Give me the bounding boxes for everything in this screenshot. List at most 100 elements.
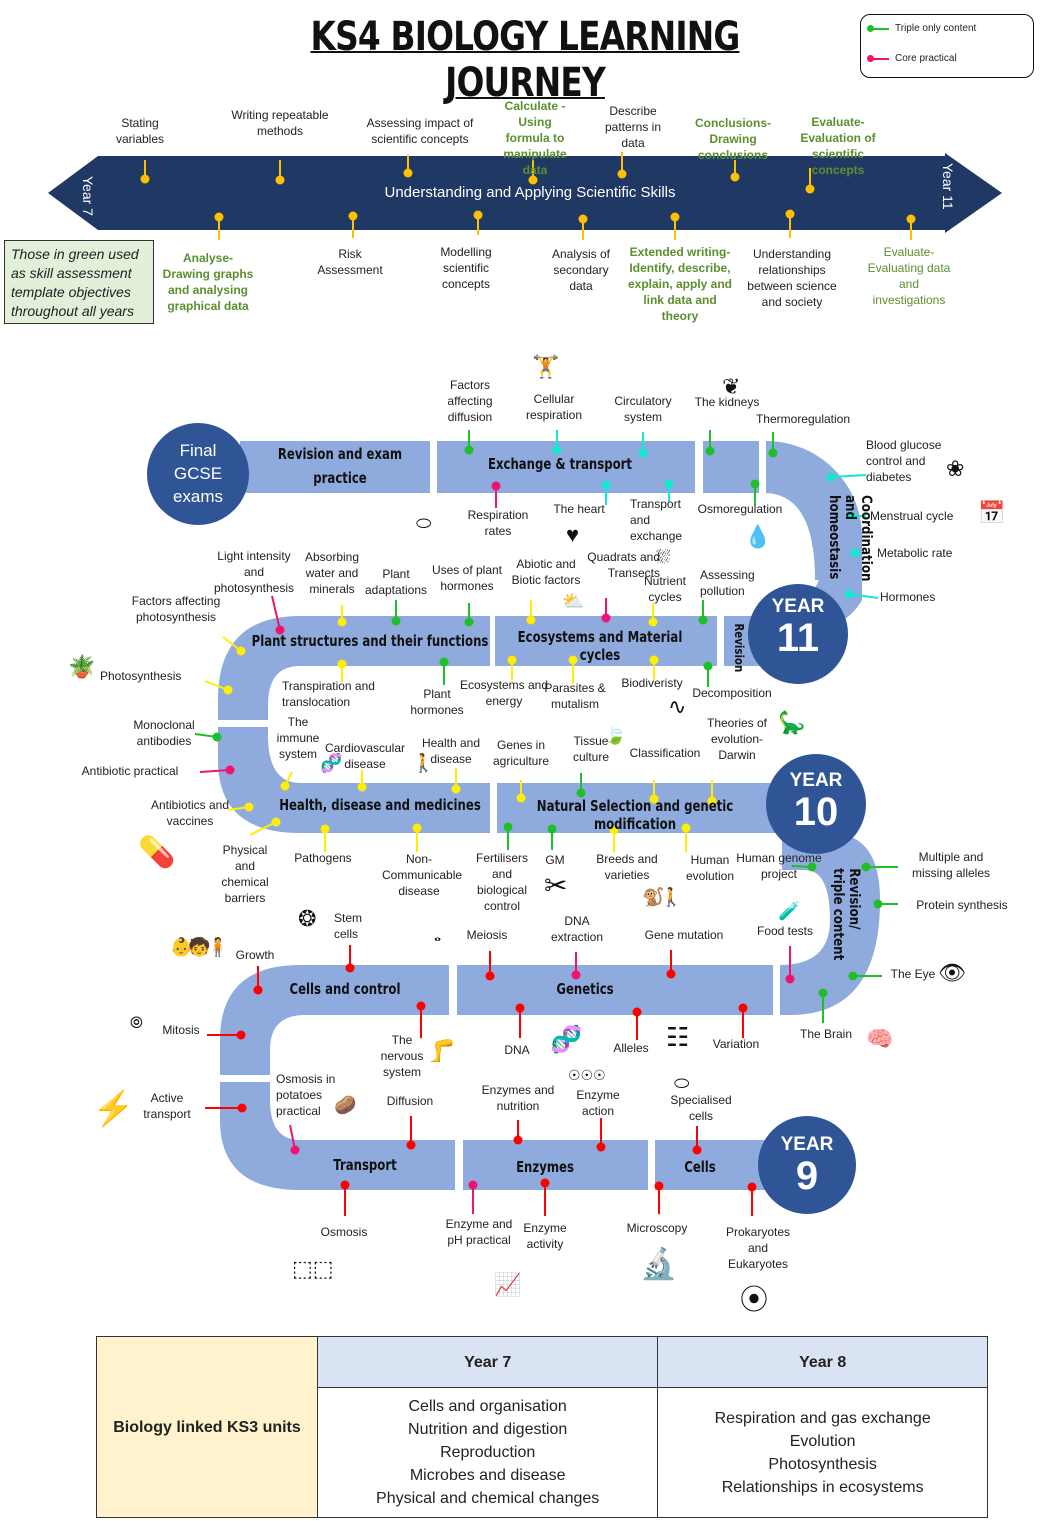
marker-dot [654,1181,664,1191]
ks3-item: Cells and organisation [408,1398,567,1415]
skill-label: Conclusions- Drawing conclusions [694,116,771,162]
stem-cells-icon: ❂ [298,906,317,931]
topic-label: The heart [553,502,605,516]
marker-line [249,821,277,836]
marker-dot [576,788,586,798]
marker-dot [552,445,562,455]
topic-label: Prokaryotes and Eukaryotes [725,1225,791,1271]
leaf-icon: 🍃 [604,725,627,745]
year-10-circle: YEAR 10 [766,754,866,854]
medicine-bottle-icon: 💊 [138,836,176,869]
heart-icon: ♥ [566,522,580,547]
marker-dot [738,1003,748,1013]
skill-label: Describe patterns in data [604,104,662,150]
topic-label: DNA extraction [550,914,604,944]
year-number: 11 [776,616,820,660]
lightning-icon: ⚡ [92,1090,135,1128]
marker-dot [601,480,611,490]
topic-label: Antibiotics and vaccines [150,798,230,828]
topic-label: Meiosis [466,928,508,942]
water-drop-icon: 💧 [744,524,772,549]
skill-label: Understanding relationships between scie… [747,247,837,309]
cell-icon: ⦿ [740,1284,769,1315]
marker-dot [750,479,760,489]
topic-label: Enzyme and pH practical [445,1217,513,1247]
growth-silhouettes-icon: 👶🧒🧍 [170,937,229,957]
topic-label: Genes in agriculture [492,738,550,768]
marker-dot [617,169,627,179]
topic-label: Human evolution [685,853,735,883]
skills-arrow [48,153,1002,233]
marker-dot [473,210,483,220]
marker-dot [848,971,858,981]
topic-label: Mitosis [162,1023,200,1037]
unit-cells: Cells [684,1158,716,1176]
marker-dot [528,175,538,185]
topic-label: Metabolic rate [877,546,953,560]
marker-line [848,593,879,599]
marker-dot [692,1145,702,1155]
year-word: YEAR [780,1134,834,1155]
marker-dot [464,617,474,627]
unit-enzymes: Enzymes [516,1158,574,1176]
marker-dot [730,172,740,182]
knee-reflex-icon: 🦵 [428,1038,456,1063]
ribbon-plant-curve [218,616,490,720]
ks3-item: Respiration and gas exchange [714,1409,931,1427]
topic-label: Physical and chemical barriers [221,843,269,905]
marker-dot [345,963,355,973]
marker-line [199,769,231,773]
topic-label: The immune system [276,715,320,761]
topic-label: Gene mutation [644,928,724,942]
exercise-person-icon: 🏋 [532,354,560,379]
pancreas-icon: ❀ [946,456,965,481]
topic-label: Circulatory system [614,394,672,424]
unit-revision: Revision [732,623,746,673]
arrow-end-label: Year 11 [940,163,956,210]
marker-dot [391,616,401,626]
ks3-item: Evolution [789,1432,856,1450]
marker-dot [638,448,648,458]
marker-dot [212,732,222,742]
marker-dot [271,817,281,827]
unit-coordination: Coordination and homeostasis [826,495,874,582]
topic-label: Classification [629,746,701,760]
topic-label: The kidneys [694,395,760,409]
marker-line [271,595,281,631]
topic-label: Cellular respiration [525,392,583,422]
topic-label: Quadrats and Transects [587,550,660,580]
ribbon-revision-triple [780,833,880,1015]
topic-label: Plant adaptations [364,567,428,597]
topic-label: DNA [504,1043,530,1057]
red-blood-cells-icon: ⬭ [674,1073,690,1093]
potato-icon: 🥔 [334,1095,357,1115]
ks3-item: Reproduction [440,1444,536,1461]
unit-genetics: Genetics [556,980,614,998]
topic-label: Monoclonal antibodies [133,718,195,748]
marker-dot [844,589,854,599]
ribbon-coordination-curve [766,441,862,580]
sun-cloud-icon: ⛅ [562,591,585,611]
unit-transport: Transport [333,1156,397,1174]
marker-dot [906,214,916,224]
kidneys-icon: ❦ [722,374,741,399]
marker-dot [568,655,578,665]
marker-dot [601,613,611,623]
ribbon-enzymes [463,1140,648,1190]
unit-cells-control: Cells and control [289,980,401,998]
marker-dot [225,765,235,775]
ribbon-cells-control-curve [220,965,449,1075]
topic-label: Food tests [756,924,814,938]
marker-dot [503,822,513,832]
marker-dot [768,448,778,458]
marker-dot [416,1001,426,1011]
marker-dot [513,1135,523,1145]
marker-dot [632,1007,642,1017]
marker-dot [666,969,676,979]
final-gcse-circle: Final GCSE exams [147,423,249,525]
marker-dot [649,794,659,804]
marker-dot [785,209,795,219]
ks3-item: Photosynthesis [768,1455,877,1473]
topic-label: Osmosis in potatoes practical [276,1072,336,1118]
marker-dot [337,617,347,627]
